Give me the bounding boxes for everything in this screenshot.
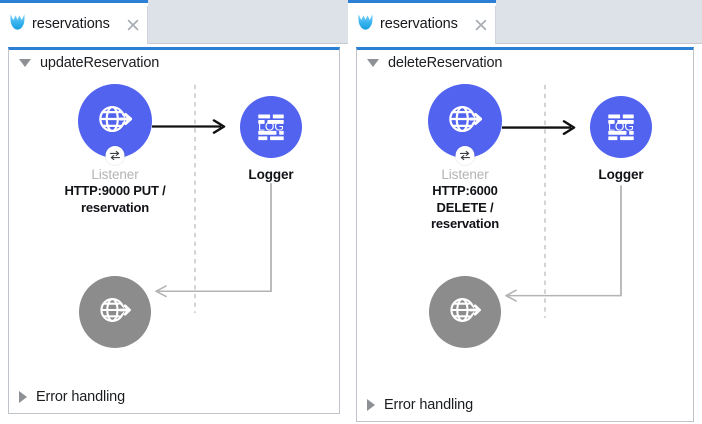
tab-reservations-right[interactable]: reservations xyxy=(348,0,496,44)
tab-strip-left: reservations xyxy=(0,0,348,44)
chevron-right-icon[interactable] xyxy=(19,391,27,403)
chevron-down-icon[interactable] xyxy=(367,59,379,67)
forward-arrowhead xyxy=(212,119,226,134)
request-response-arrows-icon xyxy=(455,146,475,165)
flow-node-listener[interactable]: Listener HTTP:6000 DELETE / reservation xyxy=(405,84,525,233)
flow-canvas-right[interactable]: deleteReservation xyxy=(356,47,694,422)
error-handling-label: Error handling xyxy=(36,389,125,405)
error-handling-section-left[interactable]: Error handling xyxy=(19,389,125,405)
listener-node-name: Listener xyxy=(91,167,139,182)
http-listener-globe-icon xyxy=(93,97,137,146)
listener-node-config: HTTP:6000 DELETE / reservation xyxy=(431,183,499,232)
http-listener-globe-icon xyxy=(94,289,136,336)
source-response-node-circle[interactable] xyxy=(79,276,151,348)
tab-strip-empty-area xyxy=(496,0,702,44)
logger-icon-text: LOG xyxy=(258,119,284,133)
request-response-arrows-icon xyxy=(105,146,125,165)
error-handling-label: Error handling xyxy=(384,397,473,413)
flow-header-left[interactable]: updateReservation xyxy=(19,55,159,71)
flow-diagram-left: Listener HTTP:9000 PUT / reservation xyxy=(9,76,339,381)
chevron-down-icon[interactable] xyxy=(19,59,31,67)
flow-node-source-response[interactable] xyxy=(61,276,169,348)
logger-icon-text: LOG xyxy=(608,119,634,133)
tab-strip-right: reservations xyxy=(348,0,702,44)
mule-logo-icon xyxy=(9,13,26,32)
close-icon[interactable] xyxy=(474,18,488,32)
logger-log-icon: LOG xyxy=(251,105,291,150)
flow-node-listener[interactable]: Listener HTTP:9000 PUT / reservation xyxy=(55,84,175,216)
editor-pane-left: reservations updateReservation xyxy=(0,0,348,424)
flow-title: updateReservation xyxy=(40,55,160,71)
flow-canvas-left[interactable]: updateReservation xyxy=(8,47,340,414)
logger-node-name: Logger xyxy=(248,167,294,182)
flow-header-right[interactable]: deleteReservation xyxy=(367,55,502,71)
tab-label: reservations xyxy=(380,15,458,32)
flow-title: deleteReservation xyxy=(388,55,503,71)
tab-reservations-left[interactable]: reservations xyxy=(0,0,148,44)
listener-node-name: Listener xyxy=(441,167,489,182)
mule-logo-icon xyxy=(357,13,374,32)
flow-diagram-right: Listener HTTP:6000 DELETE / reservation xyxy=(357,76,693,389)
chevron-right-icon[interactable] xyxy=(367,399,375,411)
tab-strip-empty-area xyxy=(148,0,348,44)
logger-log-icon: LOG xyxy=(601,105,641,150)
flow-node-logger[interactable]: LOG Logger xyxy=(224,96,318,182)
logger-node-circle[interactable]: LOG xyxy=(240,96,302,158)
close-icon[interactable] xyxy=(126,18,140,32)
logger-node-circle[interactable]: LOG xyxy=(590,96,652,158)
http-listener-globe-icon xyxy=(443,97,487,146)
http-listener-globe-icon xyxy=(444,289,486,336)
listener-node-config: HTTP:9000 PUT / reservation xyxy=(64,183,166,215)
forward-arrowhead xyxy=(562,120,576,135)
error-handling-section-right[interactable]: Error handling xyxy=(367,397,473,413)
tab-label: reservations xyxy=(32,15,110,32)
listener-node-circle[interactable] xyxy=(428,84,502,165)
editor-pane-right: reservations deleteReservation xyxy=(348,0,702,424)
source-response-node-circle[interactable] xyxy=(429,276,501,348)
flow-node-source-response[interactable] xyxy=(411,276,519,348)
logger-node-name: Logger xyxy=(598,167,644,182)
flow-node-logger[interactable]: LOG Logger xyxy=(574,96,668,182)
listener-node-circle[interactable] xyxy=(78,84,152,165)
